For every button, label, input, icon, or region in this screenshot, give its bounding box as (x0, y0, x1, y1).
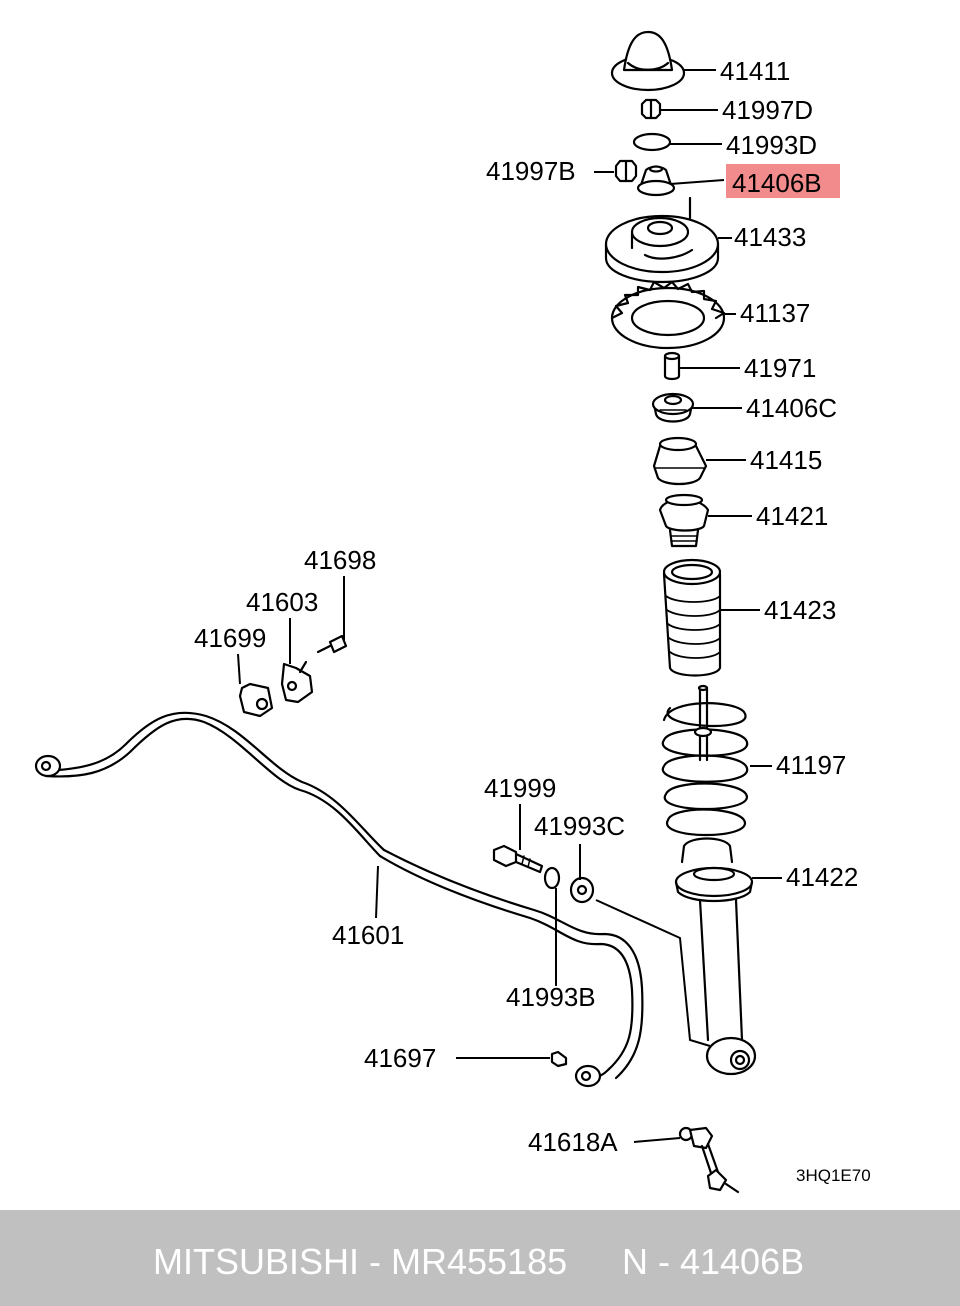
upper-mount-41433 (604, 196, 720, 284)
bushing-41993C (569, 876, 595, 904)
coil-spring-41197 (661, 684, 749, 837)
label-41411: 41411 (720, 56, 790, 86)
reference-number: N - 41406B (622, 1241, 805, 1282)
nut-41997D (640, 98, 662, 120)
label-41699: 41699 (194, 623, 266, 653)
label-41422: 41422 (786, 862, 858, 892)
label-41618A: 41618A (528, 1127, 618, 1157)
label-41697: 41697 (364, 1043, 436, 1073)
stabilizer-link-41618A (678, 1126, 740, 1194)
label-41406C: 41406C (746, 393, 837, 423)
leader-lines (237, 69, 782, 1143)
nut-41697 (550, 1050, 568, 1068)
spring-seat-41137 (610, 280, 726, 350)
label-41997B: 41997B (486, 156, 576, 186)
washer-41993B (543, 866, 561, 890)
label-41421: 41421 (756, 501, 828, 531)
bumper-41415 (652, 436, 708, 486)
shock-absorber-41422 (674, 837, 757, 1076)
footer-bar: MITSUBISHI - MR455185 N - 41406B (0, 1210, 960, 1306)
label-41997D: 41997D (722, 95, 813, 125)
washer-41993D (632, 132, 672, 152)
diagram-code: 3HQ1E70 (796, 1166, 871, 1185)
label-41993D: 41993D (726, 130, 817, 160)
stabilizer-bar-41601 (34, 711, 644, 1088)
brand-part-number: MITSUBISHI - MR455185 (153, 1241, 568, 1282)
label-41971: 41971 (744, 353, 816, 383)
label-41993C: 41993C (534, 811, 625, 841)
label-41993B: 41993B (506, 982, 596, 1012)
label-41603: 41603 (246, 587, 318, 617)
bolt-41999 (492, 844, 544, 874)
parts-diagram: 41411 41997D 41993D 41997B 41406B 41433 … (34, 30, 871, 1194)
highlight-box-41406B (726, 164, 840, 198)
label-41423: 41423 (764, 595, 836, 625)
label-41415: 41415 (750, 445, 822, 475)
bump-cap-41411 (610, 30, 686, 92)
dust-cover-41423 (662, 558, 722, 677)
label-41601: 41601 (332, 920, 404, 950)
bushing-bracket-41603 (280, 660, 314, 704)
nut-41997B (614, 159, 638, 183)
label-41999: 41999 (484, 773, 556, 803)
bound-stopper-41421 (658, 493, 710, 548)
label-41433: 41433 (734, 222, 806, 252)
spacer-41971 (663, 351, 681, 381)
label-41698: 41698 (304, 545, 376, 575)
label-41197: 41197 (776, 750, 846, 780)
label-41137: 41137 (740, 298, 810, 328)
part-labels: 41411 41997D 41993D 41997B 41406B 41433 … (194, 56, 858, 1157)
bolt-41698 (316, 634, 348, 654)
stabilizer-bushing-41699 (238, 682, 274, 718)
exploded-view-drawing: 41411 41997D 41993D 41997B 41406B 41433 … (34, 30, 871, 1194)
bushing-41406B (636, 165, 676, 197)
label-41406B: 41406B (732, 168, 822, 198)
bushing-41406C (651, 392, 695, 423)
